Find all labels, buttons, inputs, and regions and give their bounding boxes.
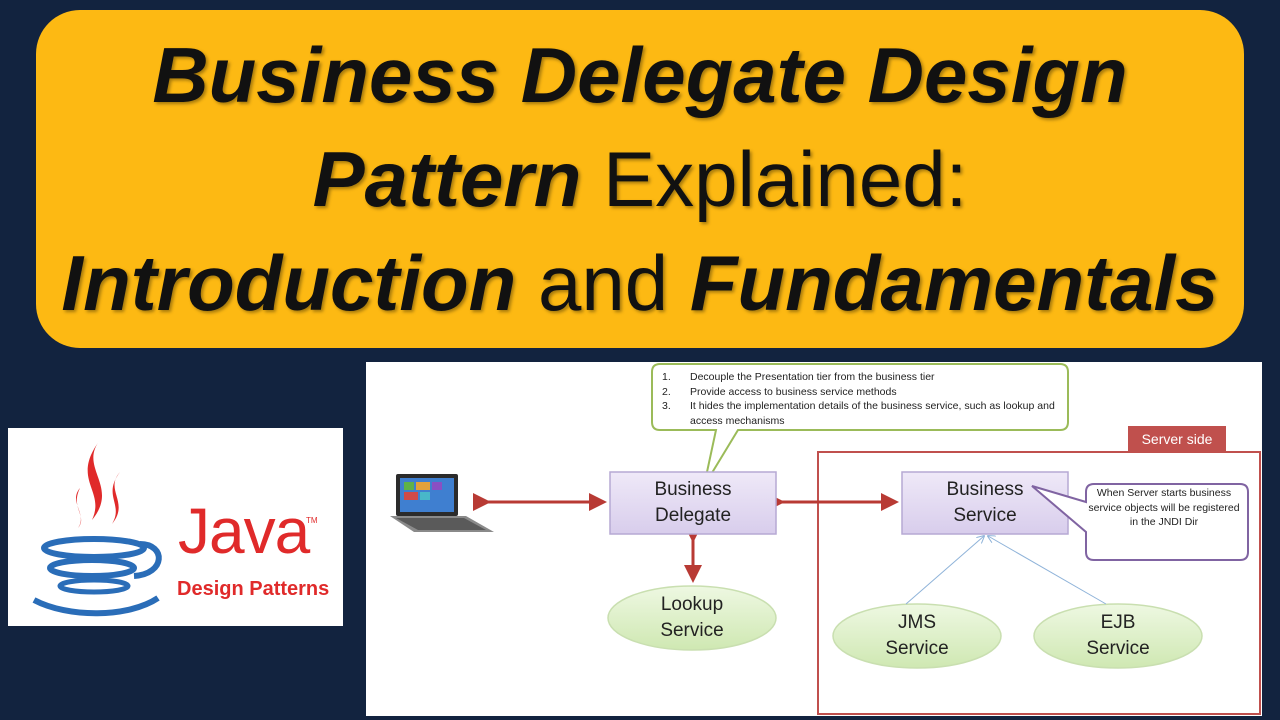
title-text-3-bold-1: Introduction: [61, 239, 517, 327]
server-side-region: [817, 451, 1261, 715]
java-wordmark: Java: [178, 495, 310, 567]
business-delegate-label: Business Delegate: [654, 479, 732, 526]
ejb-service-label: EJB Service: [1086, 612, 1150, 659]
title-text-3-plain: and: [538, 239, 669, 327]
business-delegate-box: [609, 471, 777, 535]
jms-service-ellipse: [832, 603, 1002, 669]
title-banner: Business Delegate Design Pattern Explain…: [36, 10, 1244, 348]
connector-ejb-service: [988, 536, 1107, 605]
callout-item-3: 3. It hides the implementation details o…: [662, 400, 1055, 427]
server-note-bubble: [1031, 483, 1249, 561]
business-service-box: [901, 471, 1069, 535]
diagram-panel: 1. Decouple the Presentation tier from t…: [366, 362, 1262, 716]
title-text-2-plain: Explained:: [603, 135, 968, 223]
title-line-3: Introduction and Fundamentals: [61, 231, 1218, 335]
server-side-tag: Server side: [1128, 426, 1226, 452]
connector-jms-service: [905, 536, 984, 605]
callout-item-1: 1. Decouple the Presentation tier from t…: [662, 371, 935, 383]
business-service-label: Business Service: [946, 479, 1024, 526]
title-text-1: Business Delegate Design: [152, 31, 1128, 119]
callout-list: 1. Decouple the Presentation tier from t…: [656, 370, 1056, 428]
callout-bubble: [651, 363, 1069, 487]
lookup-service-ellipse: [607, 585, 777, 651]
title-line-1: Business Delegate Design: [152, 23, 1127, 127]
java-trademark: TM: [306, 516, 318, 525]
title-text-2-bold: Pattern: [312, 135, 582, 223]
java-logo-panel: Java TM Design Patterns: [8, 428, 343, 626]
diagram-canvas: [390, 363, 1261, 715]
logo-subtitle: Design Patterns: [177, 578, 330, 600]
server-note-text: When Server starts business service obje…: [1088, 487, 1240, 528]
jms-service-label: JMS Service: [885, 612, 949, 659]
callout-item-2: 2. Provide access to business service me…: [662, 385, 897, 398]
lookup-service-label: Lookup Service: [660, 594, 724, 641]
laptop-icon: [390, 474, 494, 532]
java-cup-icon: [32, 440, 162, 617]
title-text-3-bold-2: Fundamentals: [689, 239, 1219, 327]
ejb-service-ellipse: [1033, 603, 1203, 669]
title-line-2: Pattern Explained:: [313, 127, 968, 231]
